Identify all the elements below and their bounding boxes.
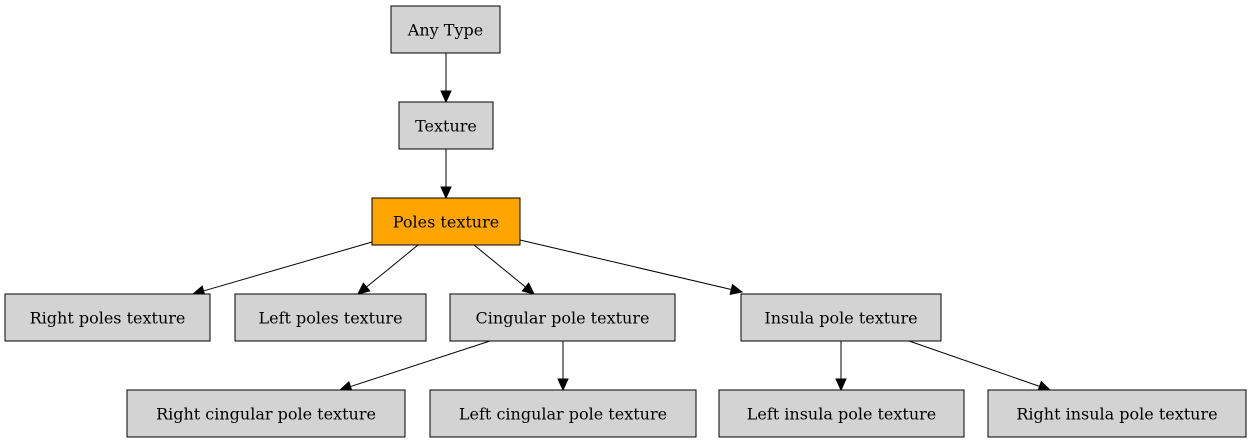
node-left-poles: Left poles texture bbox=[234, 293, 427, 342]
edge-line bbox=[473, 244, 526, 288]
edges-layer bbox=[191, 53, 1052, 392]
arrow-head-icon bbox=[557, 378, 569, 392]
arrow-head-icon bbox=[729, 283, 744, 296]
node-label: Left cingular pole texture bbox=[459, 405, 667, 424]
edge-poles_texture-to-cingular_pole bbox=[473, 244, 535, 295]
node-any-type: Any Type bbox=[390, 5, 501, 54]
node-right-poles: Right poles texture bbox=[4, 293, 211, 342]
node-right-cingular: Right cingular pole texture bbox=[126, 389, 406, 438]
node-label: Left poles texture bbox=[258, 309, 402, 328]
node-texture: Texture bbox=[398, 101, 494, 150]
node-box bbox=[740, 293, 942, 342]
node-label: Poles texture bbox=[393, 213, 499, 232]
node-label: Right poles texture bbox=[30, 309, 186, 328]
node-label: Texture bbox=[415, 117, 477, 136]
node-box bbox=[234, 293, 427, 342]
node-box bbox=[4, 293, 211, 342]
edge-poles_texture-to-right_poles bbox=[191, 241, 373, 297]
node-left-cingular: Left cingular pole texture bbox=[429, 389, 697, 438]
node-box bbox=[398, 101, 494, 150]
node-label: Right insula pole texture bbox=[1016, 405, 1217, 424]
node-label: Left insula pole texture bbox=[747, 405, 937, 424]
edge-line bbox=[350, 340, 491, 388]
arrow-head-icon bbox=[521, 282, 535, 295]
edge-poles_texture-to-insula_pole bbox=[519, 239, 744, 296]
node-poles-texture: Poles texture bbox=[371, 197, 521, 246]
arrow-head-icon bbox=[835, 378, 847, 392]
node-label: Right cingular pole texture bbox=[156, 405, 376, 424]
edge-insula_pole-to-right_insula bbox=[908, 340, 1052, 392]
arrow-head-icon bbox=[357, 282, 371, 295]
edge-cingular_pole-to-left_cingular bbox=[557, 341, 569, 392]
edge-insula_pole-to-left_insula bbox=[835, 341, 847, 392]
node-right-insula: Right insula pole texture bbox=[987, 389, 1247, 438]
arrow-head-icon bbox=[440, 186, 452, 200]
node-left-insula: Left insula pole texture bbox=[718, 389, 965, 438]
edge-any_type-to-texture bbox=[440, 53, 452, 104]
node-cingular-pole: Cingular pole texture bbox=[449, 293, 676, 342]
edge-line bbox=[908, 340, 1040, 387]
edge-texture-to-poles_texture bbox=[440, 149, 452, 200]
edge-line bbox=[519, 239, 732, 290]
edge-cingular_pole-to-right_cingular bbox=[338, 340, 491, 392]
node-label: Any Type bbox=[407, 21, 483, 40]
node-box bbox=[390, 5, 501, 54]
edge-poles_texture-to-left_poles bbox=[357, 244, 419, 295]
edge-line bbox=[366, 244, 419, 288]
arrow-head-icon bbox=[440, 90, 452, 104]
node-insula-pole: Insula pole texture bbox=[740, 293, 942, 342]
node-box bbox=[718, 389, 965, 438]
node-box bbox=[987, 389, 1247, 438]
node-box bbox=[449, 293, 676, 342]
node-label: Insula pole texture bbox=[764, 309, 917, 328]
node-box bbox=[126, 389, 406, 438]
node-label: Cingular pole texture bbox=[476, 309, 650, 328]
edge-line bbox=[203, 241, 373, 292]
node-box bbox=[371, 197, 521, 246]
node-box bbox=[429, 389, 697, 438]
